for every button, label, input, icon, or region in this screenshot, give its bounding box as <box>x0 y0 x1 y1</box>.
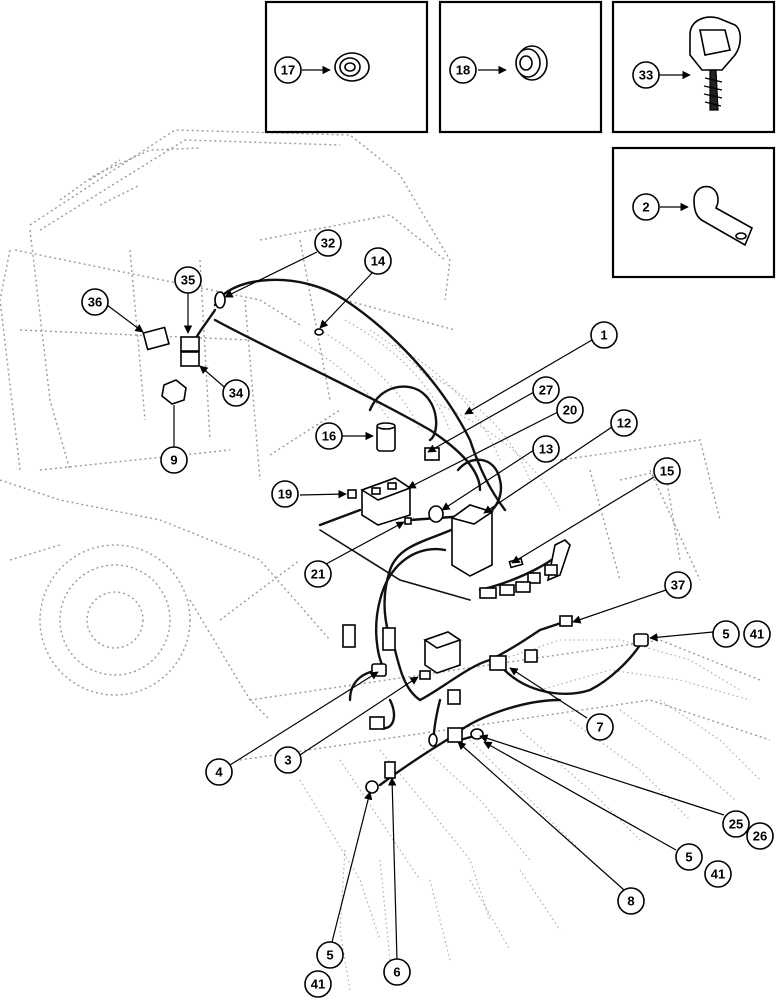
machine-outline <box>0 129 771 991</box>
callout-18: 18 <box>449 56 477 84</box>
svg-text:27: 27 <box>539 383 553 398</box>
callout-17: 17 <box>274 56 302 84</box>
callout-15: 15 <box>653 457 681 485</box>
wiring-harness <box>193 278 642 787</box>
callout-5-right: 5 <box>712 620 740 648</box>
callout-36: 36 <box>81 288 109 316</box>
svg-text:5: 5 <box>685 850 692 865</box>
callout-41-right: 41 <box>743 620 771 648</box>
svg-text:41: 41 <box>711 867 725 882</box>
svg-text:6: 6 <box>393 965 400 980</box>
callout-25: 25 <box>722 810 750 838</box>
svg-text:5: 5 <box>722 627 729 642</box>
callout-7: 7 <box>586 713 614 741</box>
callout-35: 35 <box>174 266 202 294</box>
svg-text:15: 15 <box>660 464 674 479</box>
callout-12: 12 <box>610 409 638 437</box>
svg-text:34: 34 <box>229 386 244 401</box>
callout-13: 13 <box>532 435 560 463</box>
svg-text:21: 21 <box>311 567 325 582</box>
callout-8: 8 <box>617 887 645 915</box>
svg-text:3: 3 <box>284 753 291 768</box>
callout-14: 14 <box>364 247 392 275</box>
callout-32: 32 <box>314 229 342 257</box>
callout-27: 27 <box>532 376 560 404</box>
callout-41-mid: 41 <box>704 860 732 888</box>
svg-text:17: 17 <box>281 63 295 78</box>
callout-6: 6 <box>383 958 411 986</box>
callout-2: 2 <box>632 193 660 221</box>
components <box>142 291 649 794</box>
svg-text:32: 32 <box>321 236 335 251</box>
svg-text:8: 8 <box>627 894 634 909</box>
svg-text:36: 36 <box>88 295 102 310</box>
callout-37: 37 <box>664 571 692 599</box>
svg-text:35: 35 <box>181 273 195 288</box>
callout-5-mid: 5 <box>675 843 703 871</box>
callout-16: 16 <box>315 422 343 450</box>
callout-19: 19 <box>271 480 299 508</box>
svg-text:13: 13 <box>539 442 553 457</box>
callout-33: 33 <box>632 61 660 89</box>
svg-text:19: 19 <box>278 487 292 502</box>
callout-1: 1 <box>590 321 618 349</box>
svg-text:9: 9 <box>170 453 177 468</box>
callout-20: 20 <box>556 396 584 424</box>
callout-21: 21 <box>304 560 332 588</box>
svg-text:33: 33 <box>639 68 653 83</box>
callout-5-bottom: 5 <box>316 941 344 969</box>
svg-text:4: 4 <box>215 765 223 780</box>
callout-3: 3 <box>274 746 302 774</box>
svg-text:20: 20 <box>563 403 577 418</box>
callout-4: 4 <box>205 758 233 786</box>
callout-26: 26 <box>746 822 774 850</box>
svg-text:2: 2 <box>642 200 649 215</box>
svg-text:25: 25 <box>729 817 743 832</box>
svg-text:37: 37 <box>671 578 685 593</box>
svg-text:7: 7 <box>596 720 603 735</box>
callout-34: 34 <box>222 379 250 407</box>
svg-text:26: 26 <box>753 829 767 844</box>
callout-9: 9 <box>160 446 188 474</box>
leader-lines <box>106 251 725 961</box>
svg-text:12: 12 <box>617 416 631 431</box>
svg-text:41: 41 <box>750 627 764 642</box>
inset-part-2 <box>611 146 776 279</box>
svg-text:5: 5 <box>326 948 333 963</box>
svg-text:41: 41 <box>311 977 325 992</box>
svg-text:1: 1 <box>600 328 607 343</box>
svg-text:16: 16 <box>322 429 336 444</box>
svg-text:18: 18 <box>456 63 470 78</box>
callout-41-bottom: 41 <box>304 970 332 998</box>
svg-text:14: 14 <box>371 254 386 269</box>
